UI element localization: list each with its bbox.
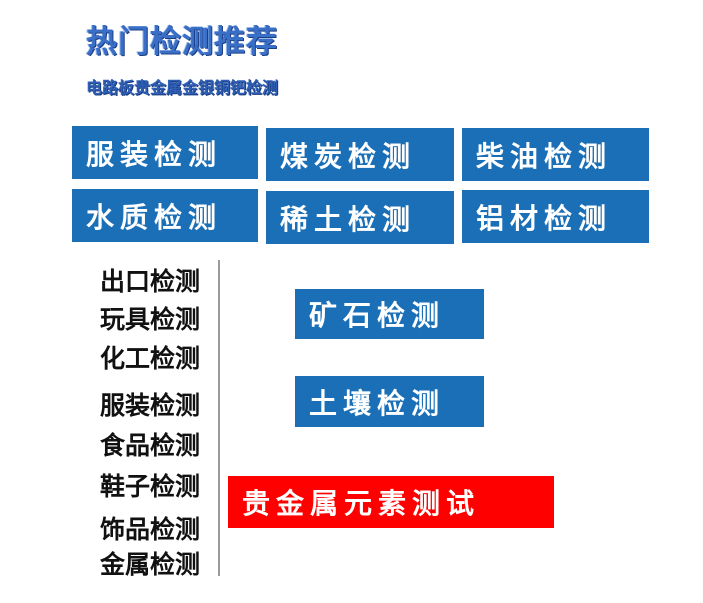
soil-test-button[interactable]: 土壤检测 xyxy=(295,376,484,427)
clothing-test-button[interactable]: 服装检测 xyxy=(72,126,258,179)
list-item-metal[interactable]: 金属检测 xyxy=(100,550,201,579)
precious-metal-element-test-button[interactable]: 贵金属元素测试 xyxy=(228,476,554,528)
side-list: 出口检测 玩具检测 化工检测 服装检测 食品检测 鞋子检测 饰品检测 金属检测 xyxy=(96,260,220,579)
coal-test-button[interactable]: 煤炭检测 xyxy=(266,128,454,181)
list-item-clothing[interactable]: 服装检测 xyxy=(100,391,201,420)
diesel-test-button[interactable]: 柴油检测 xyxy=(462,128,649,181)
list-item-export[interactable]: 出口检测 xyxy=(100,267,201,296)
page-title: 热门检测推荐 xyxy=(86,24,278,60)
list-item-food[interactable]: 食品检测 xyxy=(100,431,201,460)
aluminum-test-button[interactable]: 铝材检测 xyxy=(462,190,649,243)
ore-test-button[interactable]: 矿石检测 xyxy=(295,289,484,339)
list-item-shoes[interactable]: 鞋子检测 xyxy=(100,472,201,501)
page-subtitle[interactable]: 电路板贵金属金银铜钯检测 xyxy=(86,78,279,97)
list-item-chemical[interactable]: 化工检测 xyxy=(100,344,201,373)
rare-earth-test-button[interactable]: 稀土检测 xyxy=(266,191,454,244)
list-item-toys[interactable]: 玩具检测 xyxy=(100,305,201,334)
water-quality-test-button[interactable]: 水质检测 xyxy=(72,189,258,242)
list-item-jewelry[interactable]: 饰品检测 xyxy=(100,515,201,544)
